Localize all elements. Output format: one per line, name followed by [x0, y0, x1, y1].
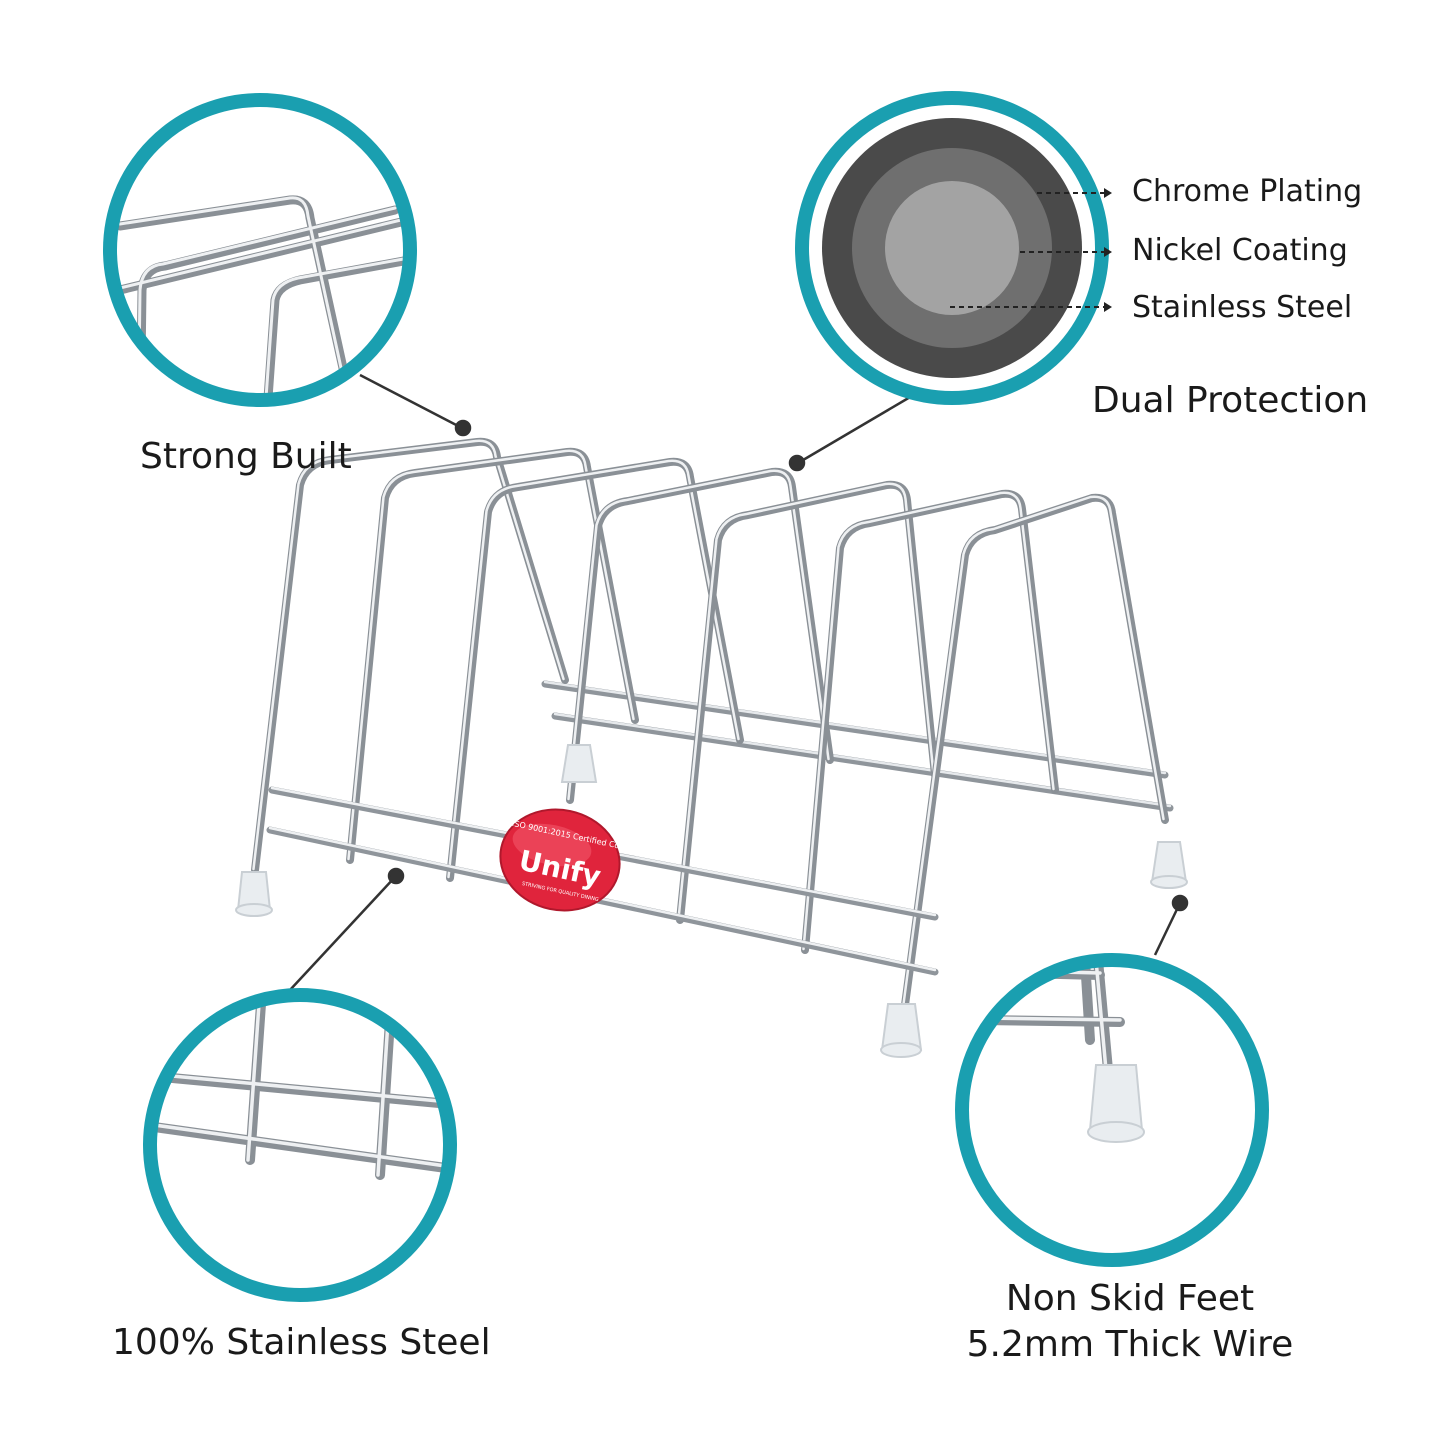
rack-divider-highlight-5 [677, 482, 935, 921]
callout-feet-line2: 5.2mm Thick Wire [966, 1324, 1294, 1365]
rack-divider-7 [901, 493, 1169, 1009]
callout-stainless-steel: 100% Stainless Steel [112, 1322, 491, 1363]
rack-divider-highlight-2 [347, 449, 635, 861]
layer-label-steel: Stainless Steel [1132, 290, 1353, 325]
zoom-circle-stainless [143, 988, 457, 1302]
rack-divider-highlight-7 [902, 495, 1165, 1006]
rack-divider-5 [676, 480, 939, 924]
rack-divider-2 [346, 447, 639, 864]
callout-dual-protection: Dual Protection [1092, 380, 1369, 421]
coating-layers-diagram [795, 91, 1112, 405]
rack-divider-1 [251, 437, 569, 874]
connector-lines [289, 373, 1189, 991]
steel-core [885, 181, 1019, 315]
callout-feet-line1: Non Skid Feet [1005, 1278, 1255, 1319]
callout-strong-built: Strong Built [140, 436, 352, 477]
rack-divider-highlight-6 [802, 491, 1055, 951]
layer-label-chrome: Chrome Plating [1132, 174, 1363, 209]
unify-badge: Unify An ISO 9001:2015 Certified Co. STR… [498, 808, 623, 912]
dish-rack [235, 437, 1188, 1058]
zoom-circle-feet [955, 953, 1269, 1267]
rack-divider-highlight-1 [252, 439, 565, 871]
rack-divider-highlight-3 [447, 459, 740, 879]
layer-label-nickel: Nickel Coating [1132, 233, 1348, 268]
zoom-circle-strong-built [103, 93, 417, 407]
callout-feet: Non Skid Feet 5.2mm Thick Wire [960, 1276, 1300, 1368]
rack-divider-highlight-4 [567, 469, 830, 801]
